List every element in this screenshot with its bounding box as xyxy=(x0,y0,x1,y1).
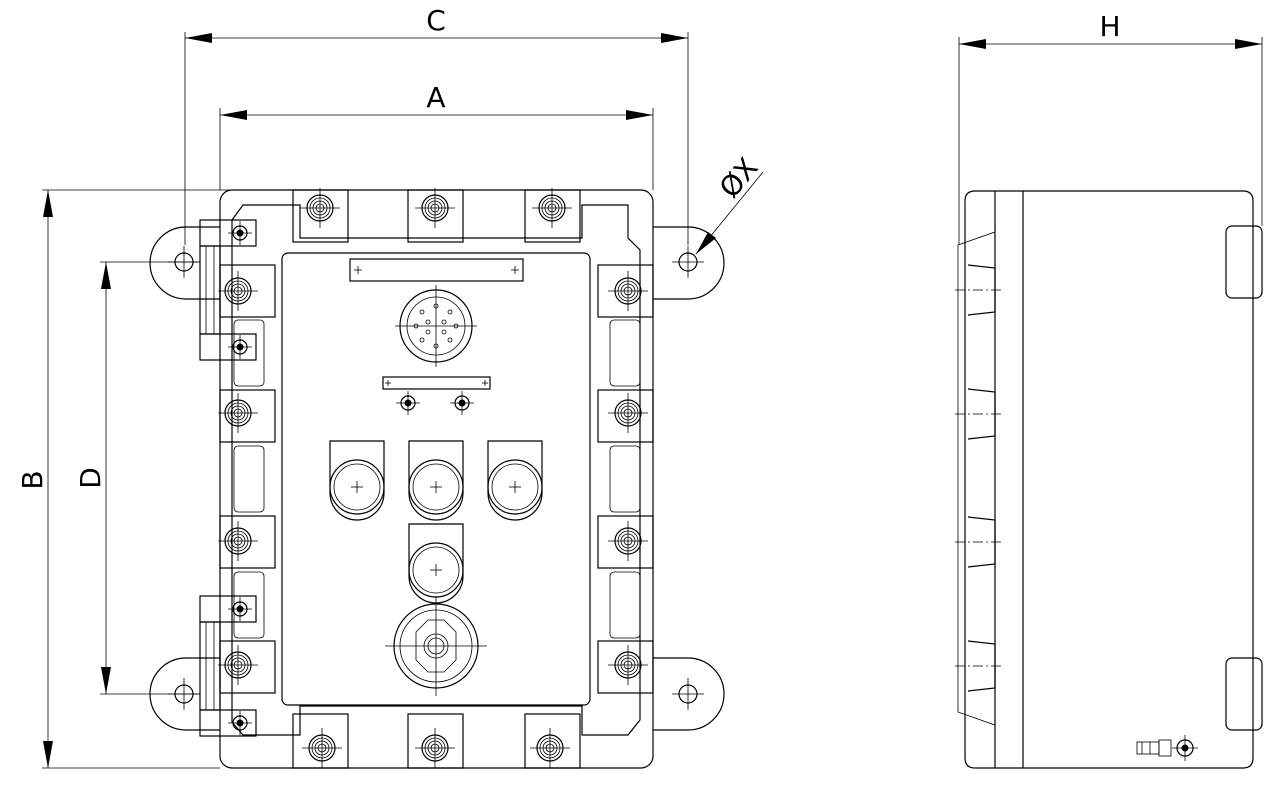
mounting-ear-bottom-right xyxy=(653,657,725,731)
rotary-switch xyxy=(385,596,487,696)
dimension-x: ØX xyxy=(695,151,765,255)
label-plate-top xyxy=(349,258,524,282)
dimension-label-b: B xyxy=(16,470,49,489)
earth-terminal xyxy=(1136,735,1198,761)
side-hinge-top xyxy=(1225,225,1263,299)
side-hinge-bottom xyxy=(1225,657,1263,731)
mounting-ear-top-left xyxy=(149,226,220,300)
connector-socket xyxy=(395,285,477,367)
dimension-label-a: A xyxy=(426,81,445,114)
flange-outline xyxy=(231,204,641,736)
push-button-3 xyxy=(487,440,543,521)
cover-panel xyxy=(281,252,591,706)
dimension-label-c: C xyxy=(426,4,446,37)
indicator-lamp-left xyxy=(395,390,421,416)
dimension-h: H xyxy=(958,10,1263,245)
dimension-c: C xyxy=(184,4,689,245)
dimension-label-d: D xyxy=(74,467,107,489)
dimension-label-h: H xyxy=(1099,10,1120,43)
dimension-b: B xyxy=(16,189,232,769)
side-view xyxy=(955,190,1263,769)
indicator-lamp-right xyxy=(449,390,475,416)
dimension-label-x: ØX xyxy=(713,151,765,204)
enclosure-outline xyxy=(219,189,654,769)
push-button-1 xyxy=(329,440,385,521)
push-button-4 xyxy=(408,523,464,604)
dimension-a: A xyxy=(219,81,654,190)
mounting-ear-top-right xyxy=(653,226,725,300)
side-body-outline xyxy=(964,190,1254,769)
dimension-d: D xyxy=(74,261,200,695)
front-view xyxy=(149,187,725,769)
cover-bolts xyxy=(217,187,654,769)
label-plate-middle xyxy=(382,376,491,390)
push-button-2 xyxy=(408,440,464,521)
side-grooves xyxy=(955,264,1003,692)
